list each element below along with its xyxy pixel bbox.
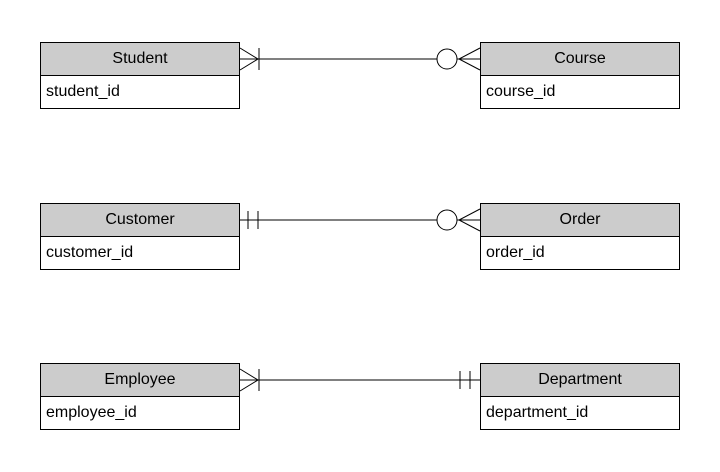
relationship-employee-department — [239, 368, 480, 392]
attribute-name: customer_id — [46, 244, 134, 261]
cardinality-exactly-one-marker — [247, 211, 259, 229]
attribute-name: student_id — [46, 83, 120, 100]
crows-foot-icon — [457, 47, 481, 71]
entity-attribute-row: customer_id — [40, 237, 240, 270]
cardinality-exactly-one-marker — [459, 371, 471, 389]
entity-student: Student student_id — [40, 42, 240, 109]
entity-name: Order — [559, 211, 601, 228]
entity-attribute-row: course_id — [480, 76, 680, 109]
crows-foot-icon — [457, 208, 481, 232]
attribute-name: order_id — [486, 244, 545, 261]
entity-header: Customer — [40, 203, 240, 237]
cardinality-zero-or-many-marker — [436, 47, 481, 71]
relationship-student-course — [239, 47, 481, 71]
entity-header: Student — [40, 42, 240, 76]
entity-name: Student — [112, 50, 168, 67]
cardinality-one-or-many-marker — [239, 368, 260, 392]
entity-customer: Customer customer_id — [40, 203, 240, 270]
entity-name: Customer — [105, 211, 175, 228]
entity-attribute-row: department_id — [480, 397, 680, 430]
crows-foot-icon — [239, 47, 259, 71]
attribute-name: employee_id — [46, 404, 137, 421]
cardinality-zero-or-many-marker — [436, 208, 481, 232]
entity-header: Department — [480, 363, 680, 397]
entity-department: Department department_id — [480, 363, 680, 430]
relationship-customer-order — [240, 208, 481, 232]
crows-foot-icon — [239, 368, 259, 392]
cardinality-one-or-many-marker — [239, 47, 260, 71]
attribute-name: course_id — [486, 83, 556, 100]
entity-name: Department — [538, 371, 622, 388]
zero-circle-icon — [436, 209, 458, 231]
entity-header: Employee — [40, 363, 240, 397]
entity-attribute-row: order_id — [480, 237, 680, 270]
zero-circle-icon — [436, 48, 458, 70]
entity-employee: Employee employee_id — [40, 363, 240, 430]
entity-attribute-row: employee_id — [40, 397, 240, 430]
entity-order: Order order_id — [480, 203, 680, 270]
entity-course: Course course_id — [480, 42, 680, 109]
entity-name: Course — [554, 50, 606, 67]
attribute-name: department_id — [486, 404, 589, 421]
entity-attribute-row: student_id — [40, 76, 240, 109]
entity-header: Order — [480, 203, 680, 237]
entity-header: Course — [480, 42, 680, 76]
entity-name: Employee — [104, 371, 176, 388]
